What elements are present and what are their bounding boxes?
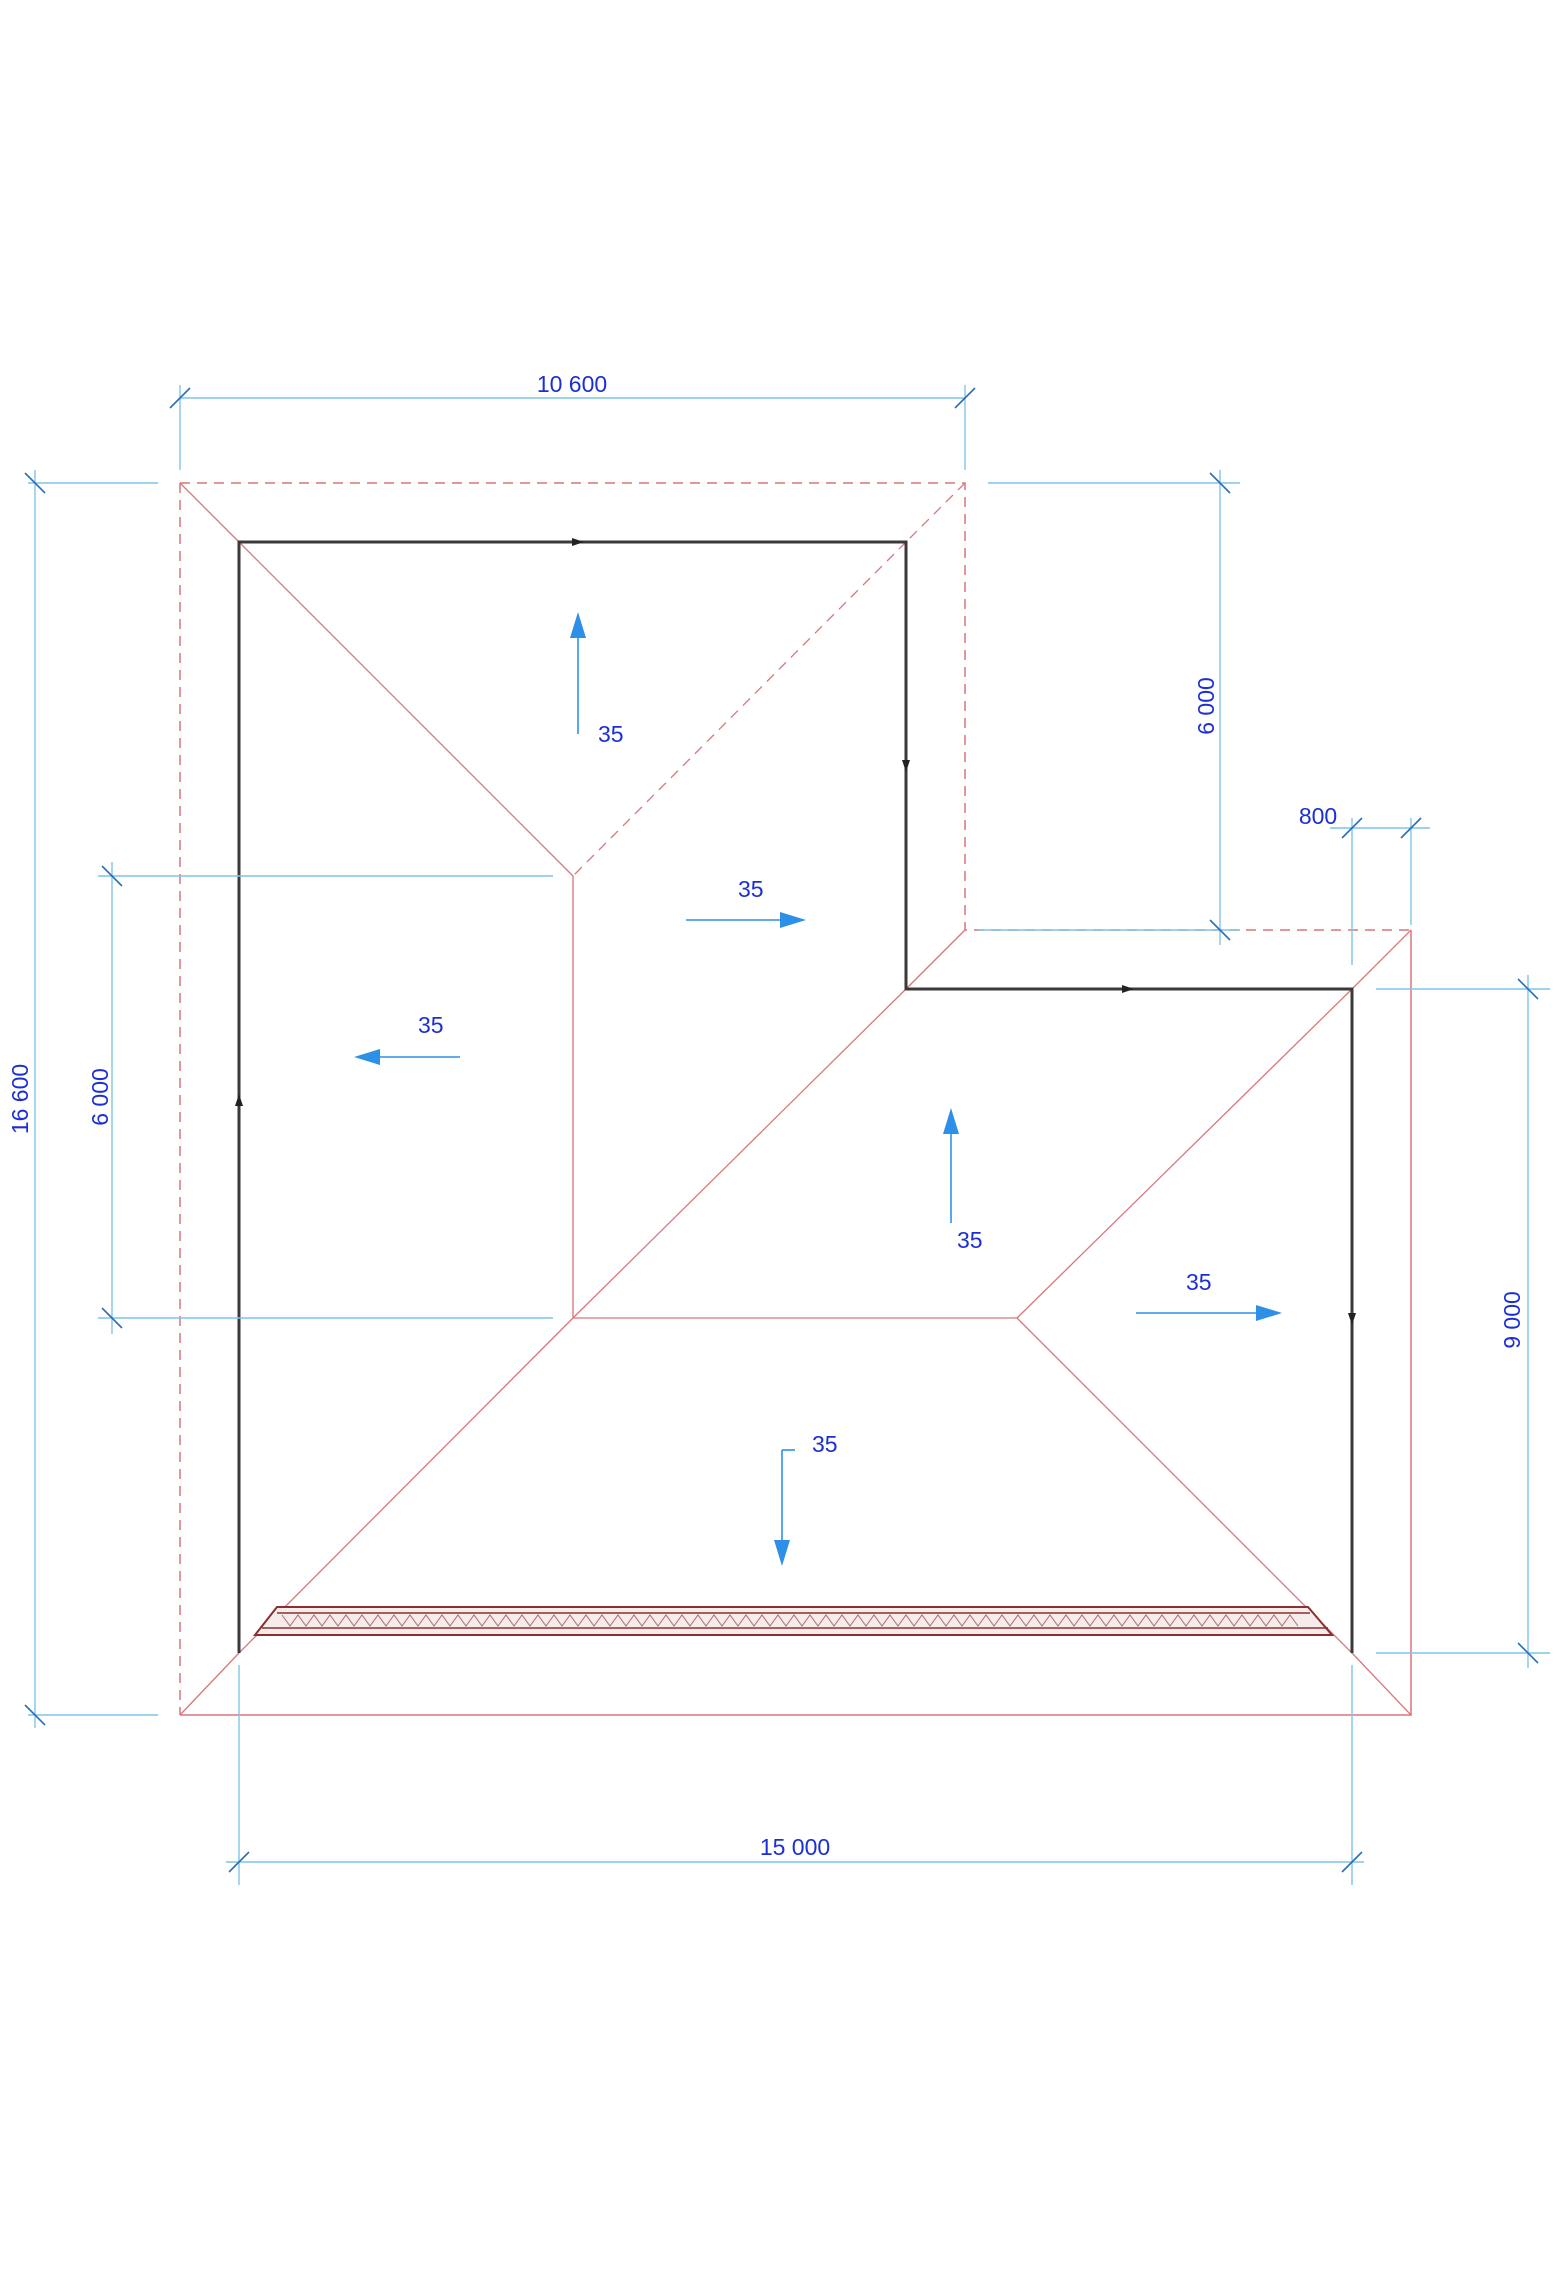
slope-label-center: 35 [957,1227,983,1253]
flow-arrow-left [235,1094,243,1106]
hip-lines [179,482,1412,1716]
slope-label-middle-upper: 35 [738,876,764,902]
slope-label-right: 35 [1186,1269,1212,1295]
flow-arrow-right-upper [902,760,910,772]
dimension-upper-right-height-label: 6 000 [1193,677,1219,735]
dimension-right-height-label: 9 000 [1499,1291,1525,1349]
dimension-overhang-label: 800 [1299,803,1337,829]
dimension-top-width-label: 10 600 [537,371,607,397]
dimension-inner-left-height: 6 000 [87,862,553,1334]
flow-arrow-right-lower [1348,1313,1356,1325]
wall-outline [235,538,1356,1653]
slope-arrow-middle-upper: 35 [686,876,806,928]
gutter [252,1606,1335,1636]
flow-arrow-step [1122,985,1134,993]
slope-label-bottom: 35 [812,1431,838,1457]
dimension-overhang: 800 [1299,803,1430,965]
slope-arrow-right: 35 [1136,1269,1282,1321]
dimension-top-width: 10 600 [169,371,976,470]
dimension-bottom-width: 15 000 [226,1665,1364,1885]
dimension-right-height: 9 000 [1376,975,1550,1668]
dimension-bottom-width-label: 15 000 [760,1834,830,1860]
slope-arrow-left: 35 [354,1012,460,1065]
dimension-inner-left-height-label: 6 000 [87,1068,113,1126]
slope-arrow-center: 35 [943,1108,983,1253]
dimension-overall-height: 16 600 [7,470,158,1728]
dimension-overall-height-label: 16 600 [7,1064,33,1134]
flow-arrow-top [572,538,584,546]
slope-label-left: 35 [418,1012,444,1038]
slope-arrow-bottom: 35 [774,1431,838,1566]
slope-label-top: 35 [598,721,624,747]
dimension-upper-right-height: 6 000 [978,470,1240,945]
slope-arrow-top: 35 [570,612,624,747]
